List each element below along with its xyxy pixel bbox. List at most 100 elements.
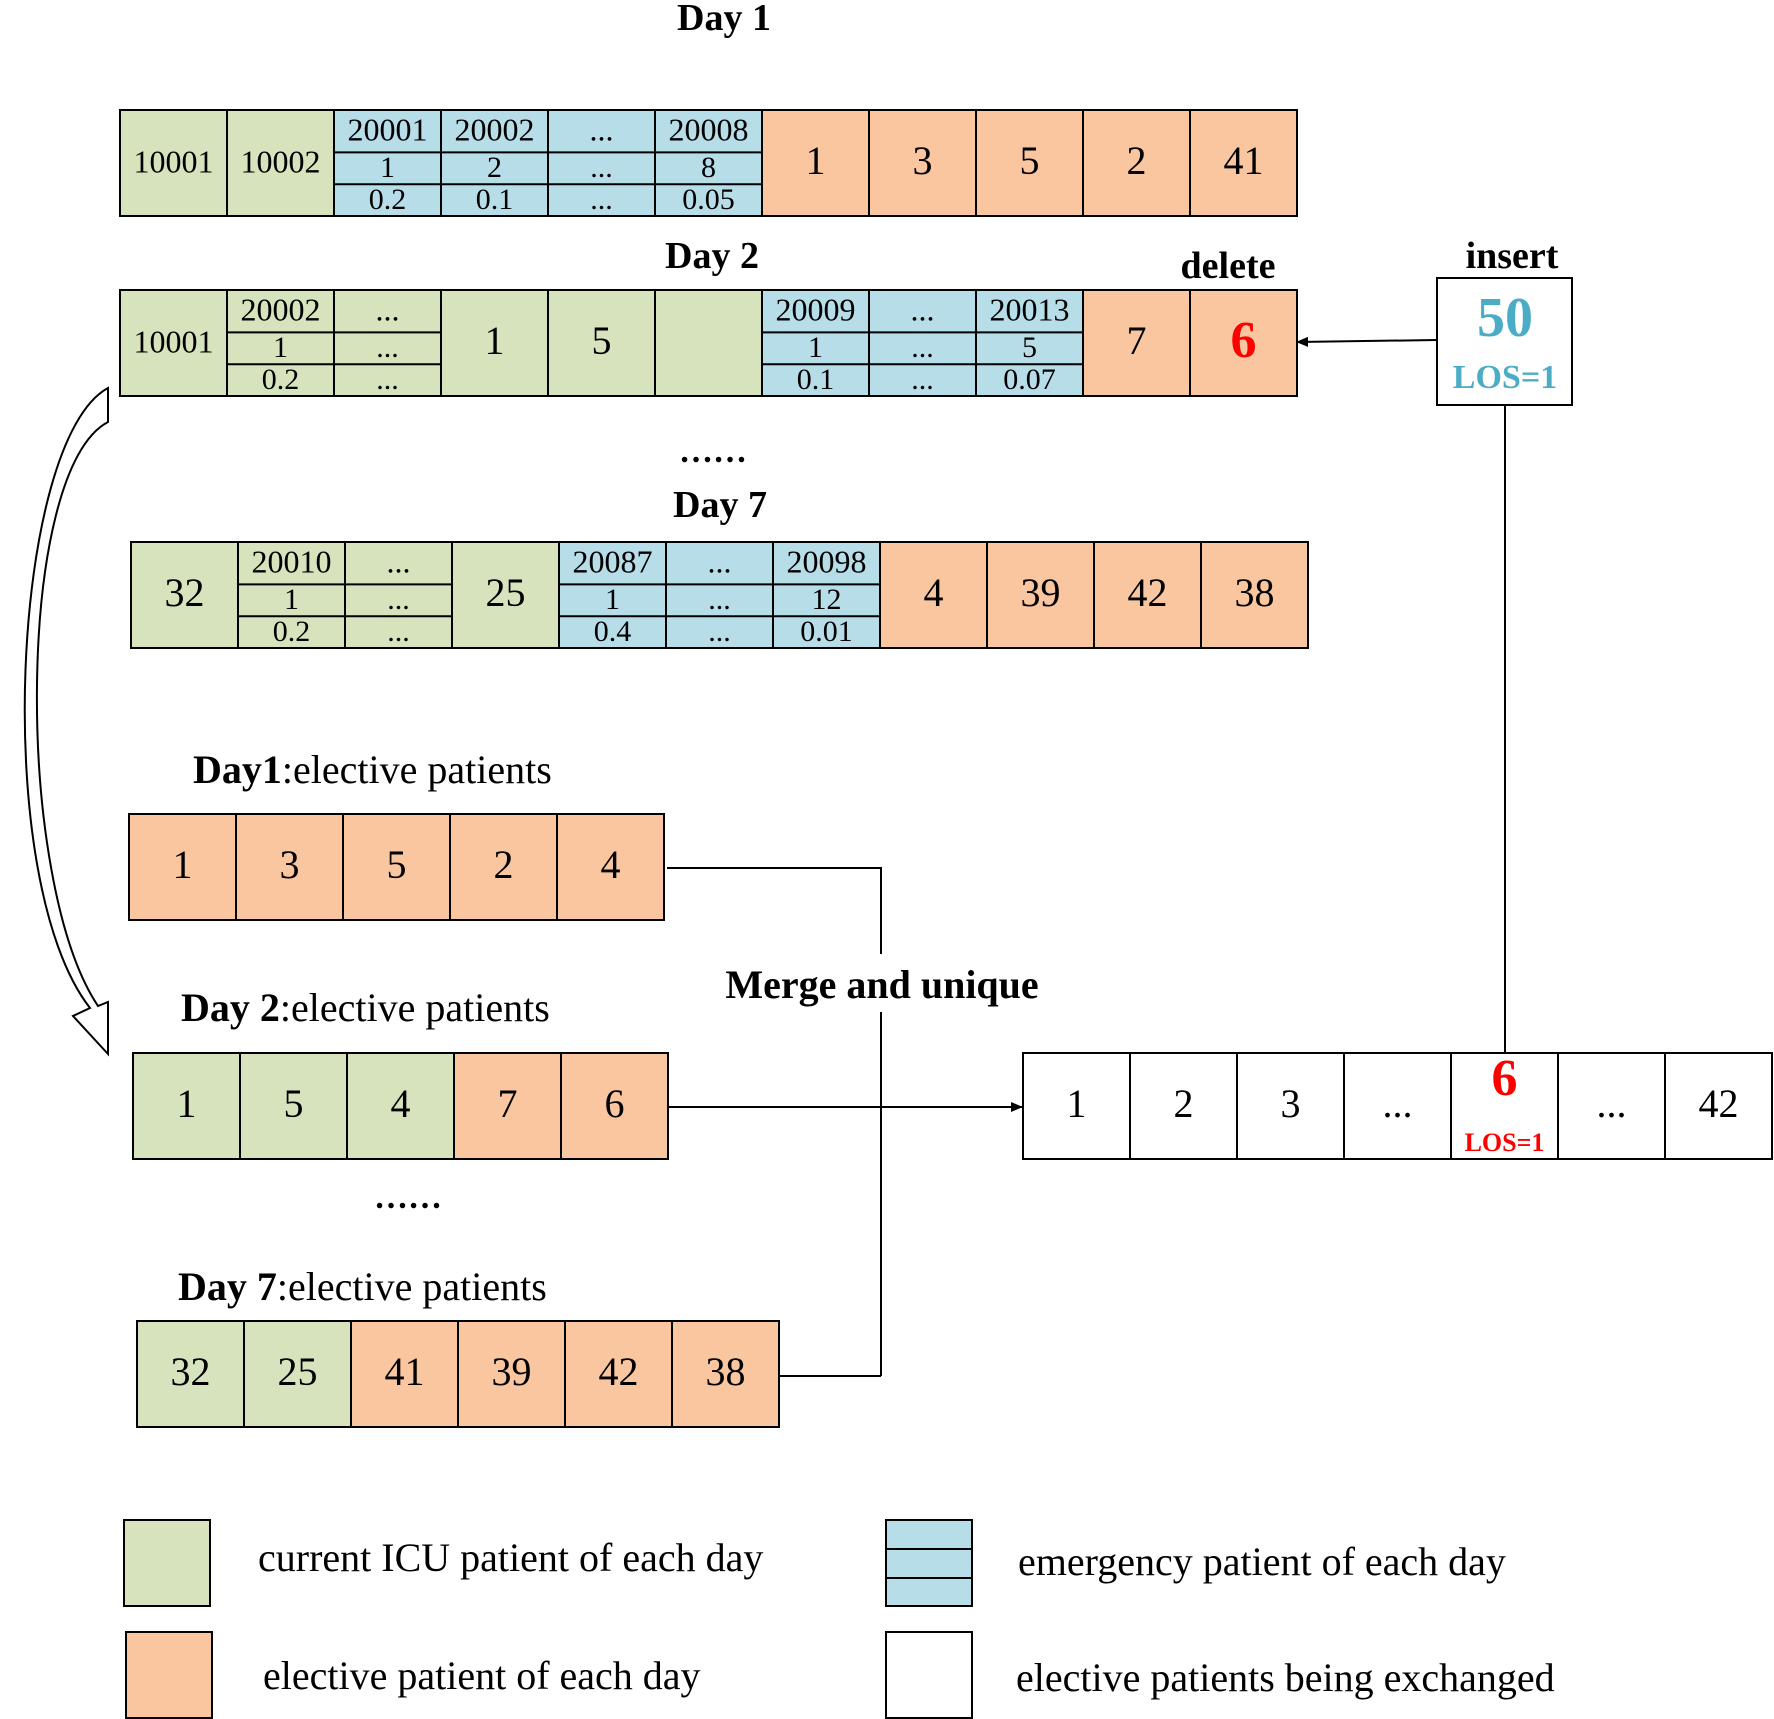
day-row-3: 322001010.2.........252008710.4.........…	[130, 541, 1309, 649]
patient-id: 41	[385, 1349, 425, 1394]
patient-id: ...	[590, 112, 614, 148]
patient-cell: 38	[671, 1320, 780, 1428]
patient-los: 2	[487, 151, 502, 184]
patient-cell: 1	[761, 109, 870, 217]
patient-los: 1	[808, 331, 823, 364]
patient-los: ...	[387, 583, 410, 616]
patient-los: ...	[911, 331, 934, 364]
patient-id: 6	[605, 1081, 625, 1126]
legend-item-exchanged: elective patients being exchanged	[885, 1631, 1555, 1719]
patient-prob: ...	[387, 615, 410, 648]
patient-cell-box	[654, 109, 763, 217]
patient-id: 6	[1492, 1050, 1518, 1107]
patient-id: 20087	[573, 544, 653, 580]
legend-swatch	[123, 1519, 211, 1607]
patient-id: 5	[387, 842, 407, 887]
patient-cell-box	[350, 1320, 459, 1428]
patient-cell-box	[975, 289, 1084, 397]
patient-cell: 2	[1082, 109, 1191, 217]
patient-cell: 10002	[226, 109, 335, 217]
patient-id: 1	[1067, 1081, 1087, 1126]
patient-cell-box	[226, 109, 335, 217]
patient-prob: 0.1	[797, 363, 835, 396]
patient-cell: 4	[556, 813, 665, 921]
patient-prob: ...	[590, 183, 613, 216]
delete-label: delete	[1181, 245, 1276, 287]
patient-cell: 1	[440, 289, 549, 397]
patient-cell-box	[868, 109, 977, 217]
patient-cell-box	[239, 1052, 348, 1160]
patient-cell: 32	[136, 1320, 245, 1428]
patient-prob: 0.4	[594, 615, 632, 648]
patient-cell: 39	[986, 541, 1095, 649]
patient-cell: 1	[132, 1052, 241, 1160]
patient-id: 32	[165, 570, 205, 615]
patient-id: 5	[1020, 138, 1040, 183]
patient-id: 42	[599, 1349, 639, 1394]
patient-cell: .........	[868, 289, 977, 397]
insert-box: 50 LOS=1	[1436, 277, 1573, 406]
patient-cell-box	[440, 109, 549, 217]
day2-title: Day 2	[665, 235, 759, 277]
patient-cell-box	[879, 541, 988, 649]
patient-prob: 0.2	[262, 363, 300, 396]
patient-id: 10001	[134, 143, 214, 179]
merge-label: Merge and unique	[725, 962, 1038, 1007]
patient-los: 12	[812, 583, 842, 616]
patient-los: ...	[708, 583, 731, 616]
patient-id: 39	[1021, 570, 1061, 615]
patient-prob: 0.01	[800, 615, 853, 648]
patient-prob: 0.07	[1003, 363, 1056, 396]
patient-los: ...	[590, 151, 613, 184]
patient-id: 38	[706, 1349, 746, 1394]
legend-label: emergency patient of each day	[1018, 1539, 1506, 1584]
patient-id: 2	[1174, 1081, 1194, 1126]
patient-id: 20010	[252, 544, 332, 580]
patient-cell-box	[130, 541, 239, 649]
patient-id: 6	[1231, 312, 1257, 369]
patient-cell-box	[132, 1052, 241, 1160]
patient-cell: 4	[879, 541, 988, 649]
patient-prob: 0.05	[682, 183, 735, 216]
patient-prob: ...	[911, 363, 934, 396]
merged-cell: 3	[1236, 1052, 1345, 1160]
patient-cell-box	[119, 289, 228, 397]
patient-cell-box	[333, 109, 442, 217]
patient-cell-box	[226, 289, 335, 397]
patient-id: 20098	[787, 544, 867, 580]
patient-id: 7	[1127, 318, 1147, 363]
elective-row-title: Day1:elective patients	[193, 747, 552, 792]
merged-cell: 1	[1022, 1052, 1131, 1160]
elective-row-caption: :elective patients	[282, 747, 552, 792]
patient-cell-box	[333, 289, 442, 397]
elective-row-title: Day 7:elective patients	[178, 1264, 547, 1309]
patient-cell: 5	[342, 813, 451, 921]
day1-merge-connector	[667, 867, 882, 954]
patient-id: 4	[924, 570, 944, 615]
patient-cell-box	[868, 289, 977, 397]
insert-label: insert	[1466, 235, 1559, 277]
patient-prob: 0.1	[476, 183, 514, 216]
patient-cell: 41	[350, 1320, 459, 1428]
day7-title: Day 7	[673, 484, 767, 526]
patient-cell-box	[560, 1052, 669, 1160]
patient-cell: 5	[547, 289, 656, 397]
patient-cell: 7	[453, 1052, 562, 1160]
legend-item-icu: current ICU patient of each day	[123, 1519, 763, 1607]
merged-cell-box	[1664, 1052, 1773, 1160]
patient-los: 1	[273, 331, 288, 364]
patient-cell-box	[449, 813, 558, 921]
patient-cell-box	[761, 289, 870, 397]
patient-id: 1	[173, 842, 193, 887]
patient-cell: 10001	[119, 289, 228, 397]
